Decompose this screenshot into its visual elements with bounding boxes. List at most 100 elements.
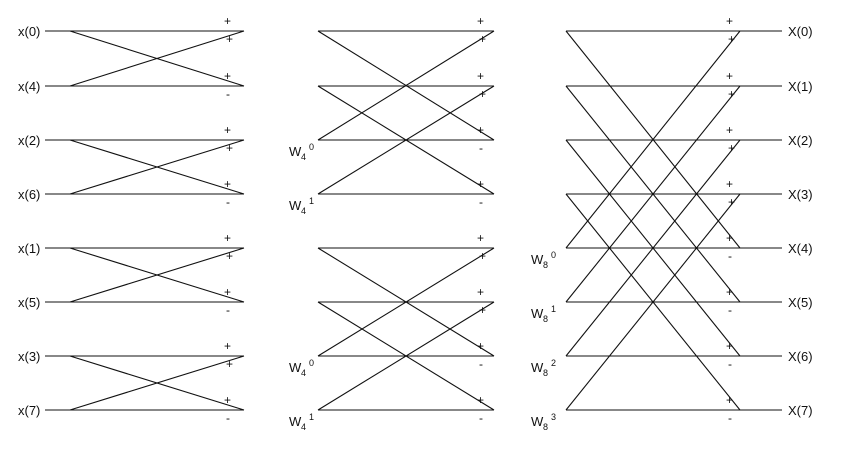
sign-label: +	[224, 285, 231, 299]
twiddle-subscript: 4	[301, 206, 306, 216]
twiddle-superscript: 1	[309, 412, 314, 422]
sign-label: +	[726, 339, 733, 353]
sign-label: +	[224, 339, 231, 353]
sign-label: -	[226, 411, 230, 425]
butterfly-line-stage2	[317, 301, 495, 411]
twiddle-base: W	[531, 414, 544, 429]
butterfly-line-stage3	[565, 30, 741, 249]
sign-label: -	[479, 141, 483, 155]
sign-label: +	[477, 339, 484, 353]
output-label: X(6)	[788, 349, 813, 364]
sign-label: +	[224, 123, 231, 137]
output-label: X(5)	[788, 295, 813, 310]
sign-label: +	[477, 231, 484, 245]
sign-label: +	[477, 14, 484, 28]
sign-label: -	[728, 411, 732, 425]
twiddle-superscript: 3	[551, 412, 556, 422]
input-label: x(3)	[18, 349, 40, 364]
sign-label: +	[477, 123, 484, 137]
butterfly-line-stage2	[317, 85, 495, 195]
input-label: x(4)	[18, 79, 40, 94]
output-label: X(4)	[788, 241, 813, 256]
twiddle-superscript: 0	[309, 358, 314, 368]
twiddle-superscript: 1	[309, 196, 314, 206]
sign-label: -	[728, 303, 732, 317]
input-label: x(2)	[18, 133, 40, 148]
input-label: x(5)	[18, 295, 40, 310]
twiddle-base: W	[289, 144, 302, 159]
output-label: X(3)	[788, 187, 813, 202]
sign-label: +	[479, 87, 486, 101]
butterfly-line-stage2	[317, 247, 495, 357]
sign-label: +	[224, 14, 231, 28]
sign-label: +	[726, 393, 733, 407]
output-label: X(1)	[788, 79, 813, 94]
output-label: X(7)	[788, 403, 813, 418]
twiddle-base: W	[531, 252, 544, 267]
sign-label: -	[479, 357, 483, 371]
twiddle-superscript: 0	[309, 142, 314, 152]
sign-label: +	[726, 177, 733, 191]
twiddle-superscript: 0	[551, 250, 556, 260]
sign-label: +	[226, 249, 233, 263]
twiddle-subscript: 8	[543, 314, 548, 324]
twiddle-subscript: 4	[301, 152, 306, 162]
sign-label: +	[728, 195, 735, 209]
sign-label: +	[479, 32, 486, 46]
sign-label: -	[728, 249, 732, 263]
input-label: x(6)	[18, 187, 40, 202]
twiddle-base: W	[289, 360, 302, 375]
twiddle-subscript: 4	[301, 422, 306, 432]
butterfly-line-stage1	[69, 247, 245, 303]
input-label: x(1)	[18, 241, 40, 256]
sign-label: +	[728, 87, 735, 101]
sign-label: +	[224, 231, 231, 245]
butterfly-line-stage3	[565, 139, 741, 357]
twiddle-subscript: 8	[543, 368, 548, 378]
sign-label: -	[226, 195, 230, 209]
twiddle-base: W	[289, 414, 302, 429]
input-label: x(7)	[18, 403, 40, 418]
sign-label: -	[226, 87, 230, 101]
sign-label: +	[226, 32, 233, 46]
sign-label: -	[728, 357, 732, 371]
butterfly-line-stage2	[317, 30, 495, 141]
sign-label: +	[224, 393, 231, 407]
sign-label: +	[477, 393, 484, 407]
butterfly-line-stage3	[565, 193, 741, 411]
twiddle-base: W	[289, 198, 302, 213]
twiddle-subscript: 8	[543, 260, 548, 270]
input-label: x(0)	[18, 24, 40, 39]
butterfly-line-stage3	[565, 85, 741, 303]
twiddle-superscript: 2	[551, 358, 556, 368]
sign-label: -	[226, 303, 230, 317]
sign-label: +	[726, 285, 733, 299]
sign-label: +	[477, 69, 484, 83]
twiddle-subscript: 8	[543, 422, 548, 432]
sign-label: +	[728, 32, 735, 46]
butterfly-line-stage1	[69, 139, 245, 195]
output-label: X(0)	[788, 24, 813, 39]
twiddle-base: W	[531, 360, 544, 375]
sign-label: +	[479, 249, 486, 263]
sign-label: +	[477, 177, 484, 191]
sign-label: +	[226, 357, 233, 371]
output-label: X(2)	[788, 133, 813, 148]
sign-label: +	[726, 231, 733, 245]
butterfly-line-stage1	[69, 355, 245, 411]
sign-label: +	[726, 123, 733, 137]
sign-label: -	[479, 411, 483, 425]
butterfly-line-stage1	[69, 30, 245, 87]
sign-label: -	[479, 195, 483, 209]
sign-label: +	[726, 69, 733, 83]
sign-label: +	[728, 141, 735, 155]
twiddle-superscript: 1	[551, 304, 556, 314]
sign-label: +	[226, 141, 233, 155]
sign-label: +	[726, 14, 733, 28]
sign-label: +	[224, 69, 231, 83]
twiddle-base: W	[531, 306, 544, 321]
sign-label: +	[224, 177, 231, 191]
twiddle-subscript: 4	[301, 368, 306, 378]
